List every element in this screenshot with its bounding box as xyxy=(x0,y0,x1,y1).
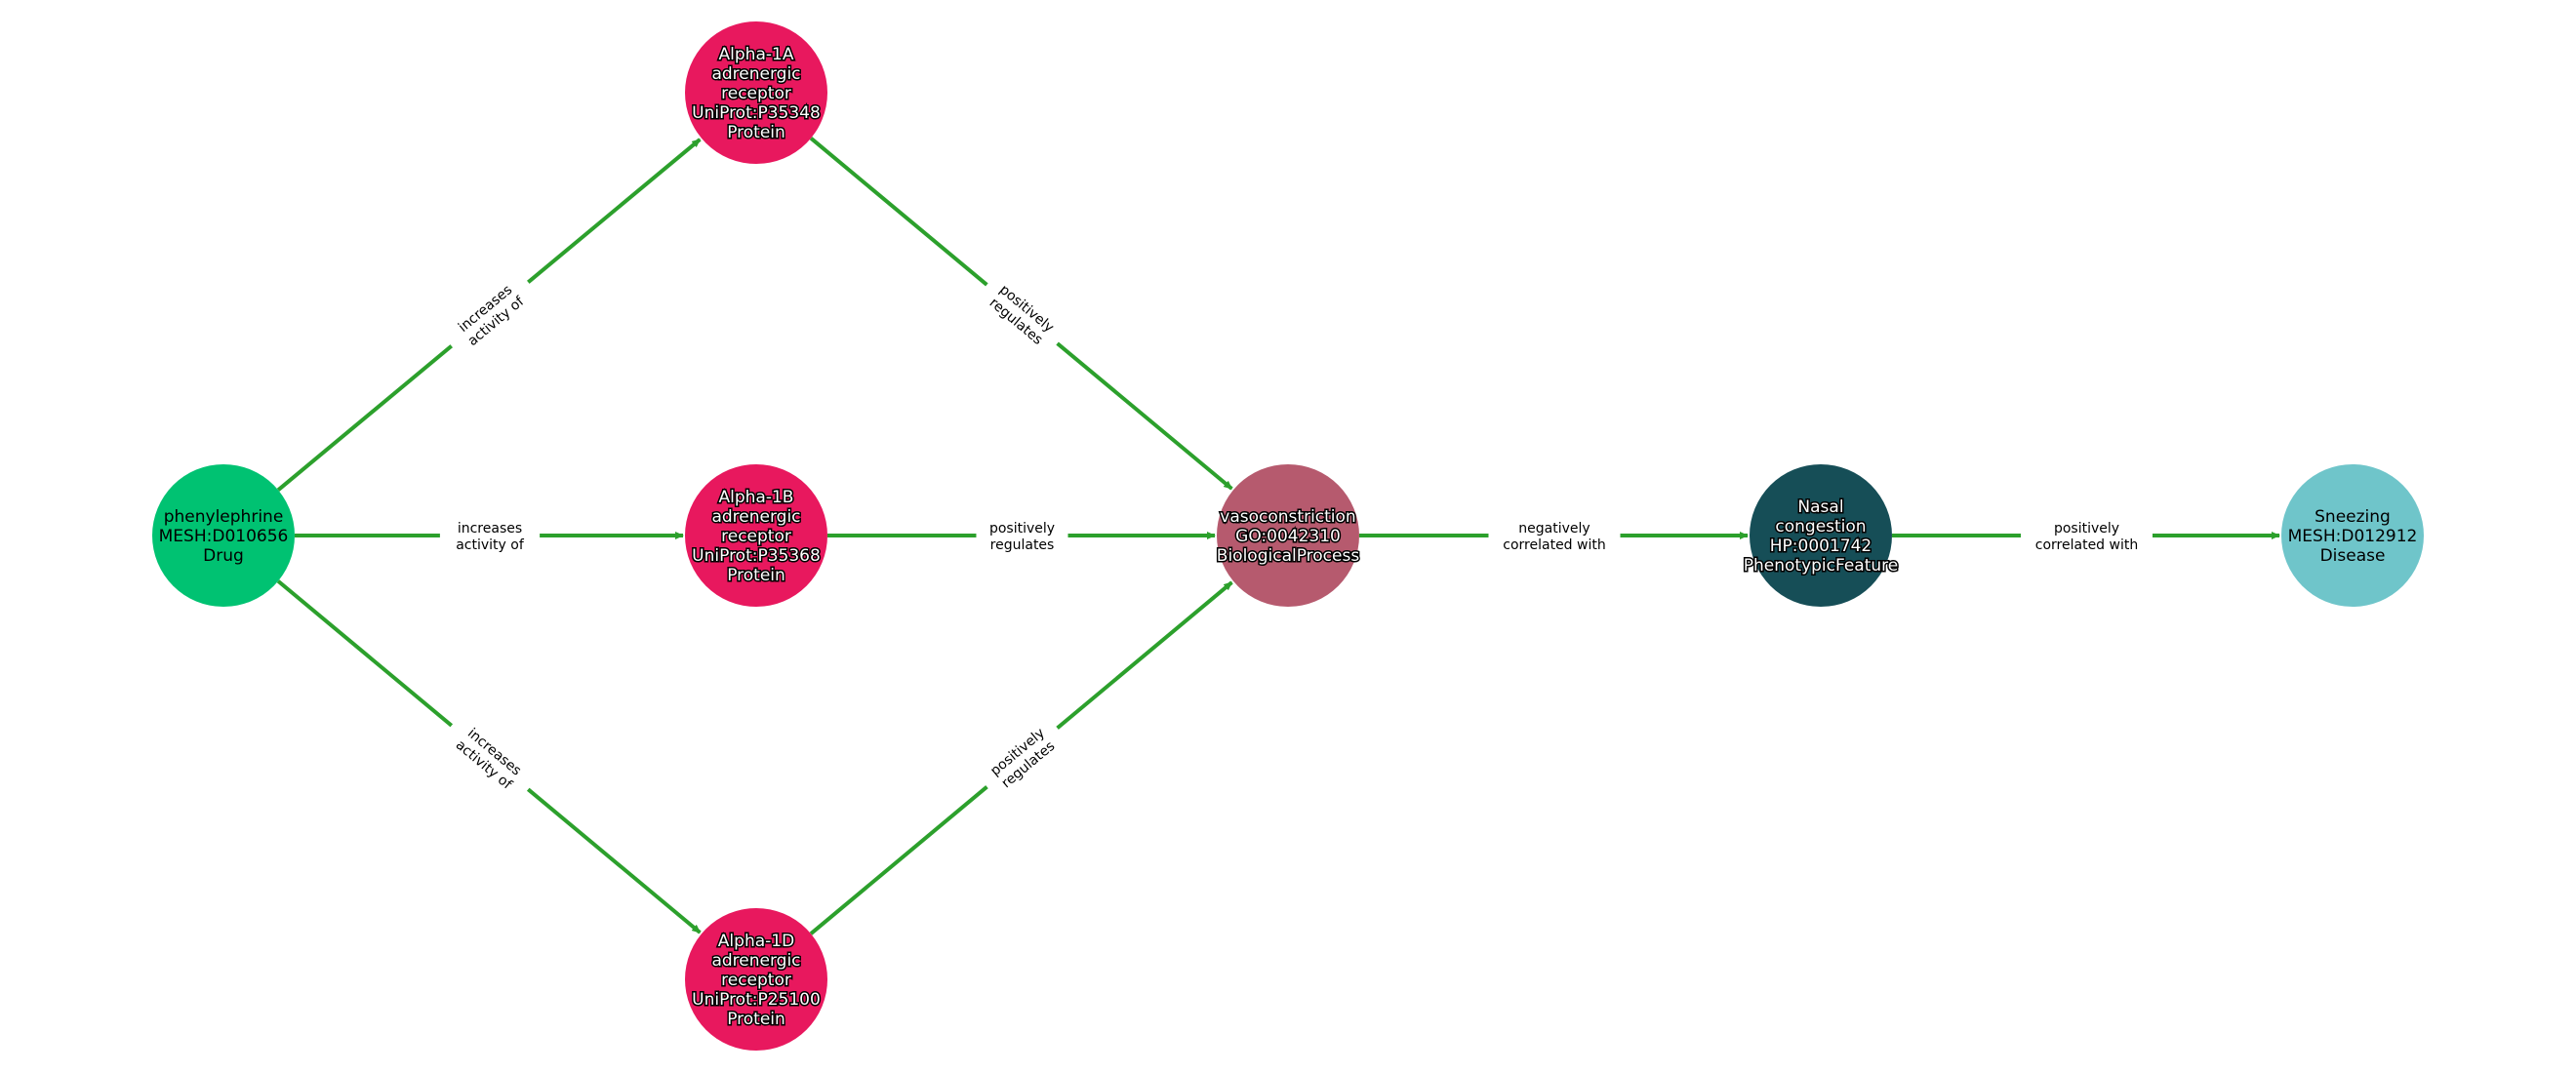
node-label-line: HP:0001742 xyxy=(1770,536,1872,556)
node-label-line: Alpha-1A xyxy=(719,45,794,64)
node-alpha1d[interactable]: Alpha-1DadrenergicreceptorUniProt:P25100… xyxy=(685,908,827,1051)
node-circle[interactable] xyxy=(685,908,827,1051)
node-vasoconstriction[interactable]: vasoconstrictionGO:0042310BiologicalProc… xyxy=(1215,464,1361,607)
edge-label-line: activity of xyxy=(456,537,525,553)
node-label-line: vasoconstriction xyxy=(1220,507,1355,527)
node-label-line: Disease xyxy=(2320,546,2386,566)
node-label-line: Sneezing xyxy=(2314,507,2391,527)
node-circle[interactable] xyxy=(685,464,827,607)
node-label-line: adrenergic xyxy=(711,951,800,971)
node-label-line: MESH:D010656 xyxy=(159,527,289,546)
node-label-line: phenylephrine xyxy=(164,507,284,527)
node-alpha1a[interactable]: Alpha-1AadrenergicreceptorUniProt:P35348… xyxy=(685,21,827,164)
edge-label-line: correlated with xyxy=(2035,537,2138,553)
edge-label-line: positively xyxy=(989,521,1055,536)
node-label-line: receptor xyxy=(721,971,791,990)
node-label-line: congestion xyxy=(1775,517,1866,536)
node-label-line: UniProt:P25100 xyxy=(692,990,821,1010)
node-label-line: UniProt:P35348 xyxy=(692,103,821,123)
node-circle[interactable] xyxy=(2281,464,2424,607)
node-label-line: Protein xyxy=(727,566,785,585)
node-label-line: Alpha-1D xyxy=(718,932,794,951)
node-label-line: adrenergic xyxy=(711,64,800,84)
edge-label-line: negatively xyxy=(1518,521,1590,536)
node-label-line: MESH:D012912 xyxy=(2288,527,2418,546)
node-label-line: Protein xyxy=(727,1010,785,1029)
node-alpha1b[interactable]: Alpha-1BadrenergicreceptorUniProt:P35368… xyxy=(685,464,827,607)
node-label-line: Protein xyxy=(727,123,785,142)
node-label-line: Alpha-1B xyxy=(719,488,794,507)
edge-label-line: correlated with xyxy=(1503,537,1605,553)
node-label-line: receptor xyxy=(721,84,791,103)
node-label-line: GO:0042310 xyxy=(1235,527,1341,546)
node-label-line: UniProt:P35368 xyxy=(692,546,821,566)
edge-label-line: increases xyxy=(458,521,522,536)
edge-label-line: positively xyxy=(2054,521,2119,536)
node-circle[interactable] xyxy=(152,464,295,607)
edge-label-line: regulates xyxy=(990,537,1055,553)
node-label-line: receptor xyxy=(721,527,791,546)
node-label-line: BiologicalProcess xyxy=(1217,546,1360,566)
node-label-line: adrenergic xyxy=(711,507,800,527)
node-circle[interactable] xyxy=(685,21,827,164)
node-label-line: Drug xyxy=(203,546,244,566)
node-circle[interactable] xyxy=(1750,464,1892,607)
node-circle[interactable] xyxy=(1217,464,1359,607)
node-label-line: PhenotypicFeature xyxy=(1744,556,1899,576)
node-label-line: Nasal xyxy=(1797,497,1843,517)
node-nasal[interactable]: NasalcongestionHP:0001742PhenotypicFeatu… xyxy=(1742,464,1900,607)
